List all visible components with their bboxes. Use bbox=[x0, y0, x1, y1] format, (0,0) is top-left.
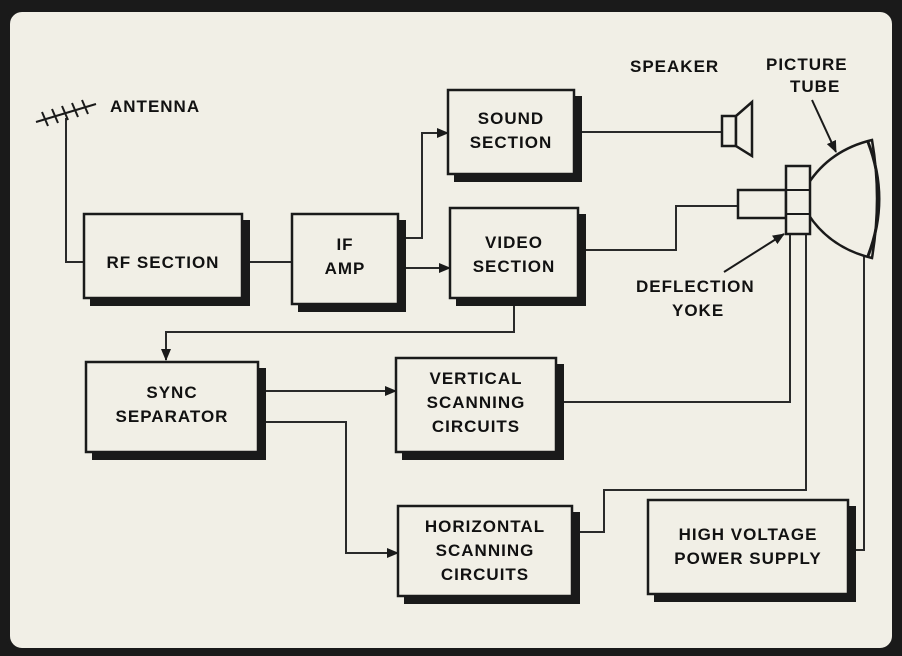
horizontal-scanning-label-line3: CIRCUITS bbox=[441, 565, 529, 584]
vertical-scanning-label-line3: CIRCUITS bbox=[432, 417, 520, 436]
vertical-scanning-label-line1: VERTICAL bbox=[430, 369, 523, 388]
horizontal-scanning-block: HORIZONTAL SCANNING CIRCUITS bbox=[398, 506, 580, 604]
rf-section-block: RF SECTION bbox=[84, 214, 250, 306]
sync-separator-label-line2: SEPARATOR bbox=[116, 407, 229, 426]
sound-section-label-line2: SECTION bbox=[470, 133, 553, 152]
video-section-label-line1: VIDEO bbox=[485, 233, 543, 252]
horizontal-scanning-label-line1: HORIZONTAL bbox=[425, 517, 545, 536]
rf-section-label: RF SECTION bbox=[107, 253, 220, 272]
vertical-scanning-label-line2: SCANNING bbox=[427, 393, 526, 412]
high-voltage-label-line1: HIGH VOLTAGE bbox=[679, 525, 818, 544]
sync-separator-block: SYNC SEPARATOR bbox=[86, 362, 266, 460]
antenna-label: ANTENNA bbox=[110, 97, 200, 116]
video-section-block: VIDEO SECTION bbox=[450, 208, 586, 306]
if-amp-label-line2: AMP bbox=[325, 259, 366, 278]
sound-section-block: SOUND SECTION bbox=[448, 90, 582, 182]
sound-section-label-line1: SOUND bbox=[478, 109, 544, 128]
vertical-scanning-block: VERTICAL SCANNING CIRCUITS bbox=[396, 358, 564, 460]
high-voltage-block: HIGH VOLTAGE POWER SUPPLY bbox=[648, 500, 856, 602]
picture-tube-label-line2: TUBE bbox=[790, 77, 840, 96]
picture-tube-label-line1: PICTURE bbox=[766, 55, 848, 74]
high-voltage-label-line2: POWER SUPPLY bbox=[674, 549, 821, 568]
video-section-label-line2: SECTION bbox=[473, 257, 556, 276]
sync-separator-label-line1: SYNC bbox=[146, 383, 197, 402]
yoke-label-line2: YOKE bbox=[672, 301, 724, 320]
yoke-label-line1: DEFLECTION bbox=[636, 277, 755, 296]
horizontal-scanning-label-line2: SCANNING bbox=[436, 541, 535, 560]
if-amp-block: IF AMP bbox=[292, 214, 406, 312]
speaker-label: SPEAKER bbox=[630, 57, 719, 76]
if-amp-label-line1: IF bbox=[336, 235, 353, 254]
